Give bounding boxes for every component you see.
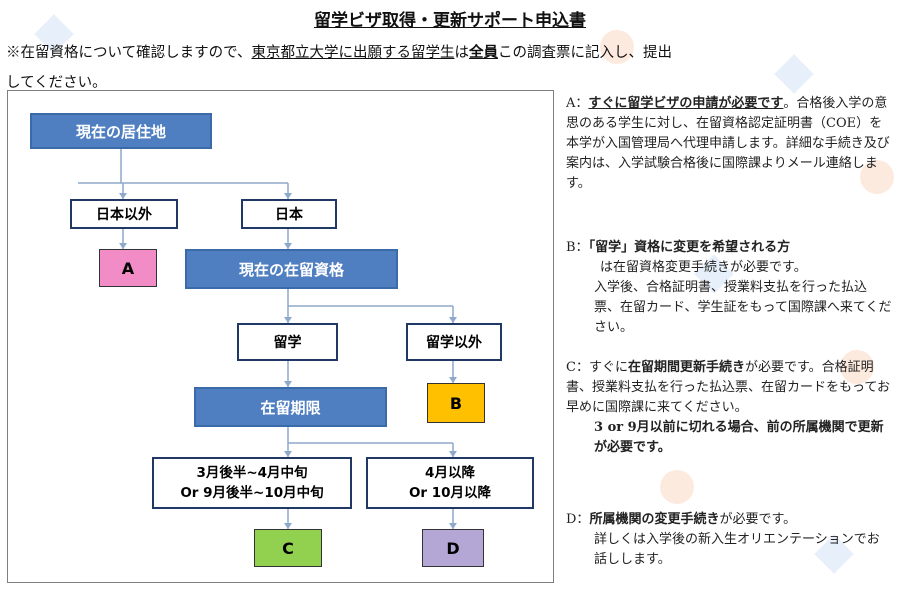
period-early-line1: 3月後半~4月中旬 [196,465,308,481]
box-period-early: 3月後半~4月中旬 Or 9月後半~10月中旬 [152,457,352,509]
note-c: C：すぐに在留期間更新手続きが必要です。合格証明書、授業料支払を行った払込票、在… [566,358,892,458]
period-late-line2: Or 10月以降 [408,485,492,501]
intro-text: ※在留資格について確認しますので、東京都立大学に出願する留学生は全員この調査票に… [6,44,672,91]
note-b: B：「留学」資格に変更を希望される方 は在留資格変更手続きが必要です。 入学後、… [566,238,892,338]
box-period-late: 4月以降 Or 10月以降 [366,457,534,509]
result-c: C [254,529,322,567]
box-current-residence: 現在の居住地 [30,113,212,149]
box-period-of-stay: 在留期限 [194,387,387,427]
note-c-extra: 3 or 9月以前に切れる場合、前の所属機関で更新が必要です。 [594,420,884,455]
result-b: B [427,383,485,423]
box-japan: 日本 [241,199,337,229]
period-early-line2: Or 9月後半~10月中旬 [180,485,324,501]
note-a: A：すぐに留学ビザの申請が必要です。合格後入学の意思のある学生に対し、在留資格認… [566,96,890,191]
flowchart-connectors [78,149,457,529]
result-a: A [99,249,157,287]
document-title: 留学ビザ取得・更新サポート申込書 [314,11,586,31]
note-b-line2: は在留資格変更手続きが必要です。 [600,260,807,275]
period-late-line1: 4月以降 [425,465,475,481]
note-d: D：所属機関の変更手続きが必要です。 詳しくは入学後の新入生オリエンテーションで… [566,510,892,570]
box-current-status: 現在の在留資格 [185,249,398,289]
box-outside-japan: 日本以外 [70,199,178,229]
note-d-line2: 詳しくは入学後の新入生オリエンテーションでお話しします。 [594,532,880,567]
box-other-than-student: 留学以外 [406,323,502,361]
box-student: 留学 [237,323,338,361]
note-b-rest: 入学後、合格証明書、授業料支払を行った払込票、在留カード、学生証をもって国際課へ… [594,280,892,335]
result-d: D [422,529,484,567]
flowchart: 現在の居住地 日本以外 日本 A 現在の在留資格 留学 留学以外 在留期限 B … [7,90,554,583]
